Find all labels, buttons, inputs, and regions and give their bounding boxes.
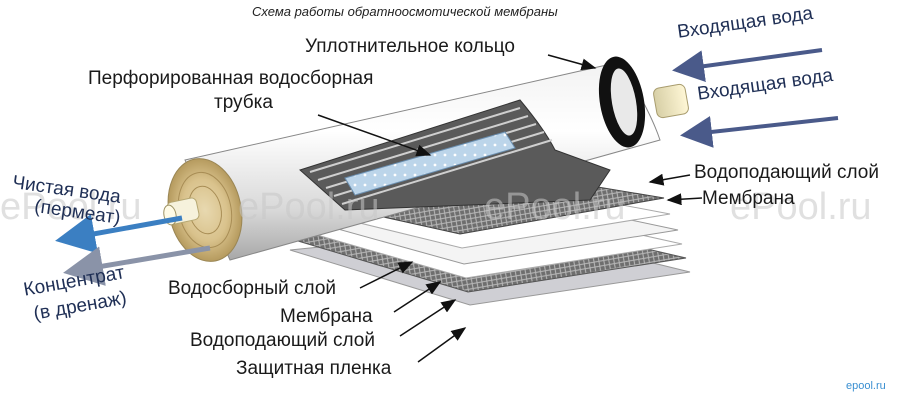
pointer-membrane-top (666, 193, 703, 206)
pointer-seal-ring (547, 54, 597, 71)
brand-mark: epool.ru (846, 380, 886, 392)
diagram-caption: Схема работы обратноосмотической мембран… (252, 4, 558, 19)
pointer-membrane-bottom (393, 281, 442, 313)
clean-water-arrow (55, 214, 183, 254)
tube-outlet-right (653, 83, 689, 119)
label-protective-film: Защитная пленка (236, 358, 392, 379)
label-perforated-tube-1: Перфорированная водосборная (88, 68, 374, 89)
label-feed-layer-bottom: Водоподающий слой (190, 330, 375, 351)
perforated-tube (344, 131, 516, 196)
pointer-collecting-layer (359, 261, 414, 289)
label-feed-layer-top: Водоподающий слой (694, 162, 879, 183)
watermark-1: ePool.ru (0, 186, 142, 228)
watermark-4: ePool.ru (730, 186, 872, 228)
label-seal-ring: Уплотнительное кольцо (305, 36, 515, 57)
label-membrane-bottom: Мембрана (280, 306, 373, 327)
label-perforated-tube-2: трубка (214, 92, 273, 113)
watermark-3: ePool.ru (484, 186, 626, 228)
inlet-arrow-top (672, 48, 823, 83)
watermark-2: ePool.ru (238, 186, 380, 228)
label-membrane-top: Мембрана (702, 188, 795, 209)
pointer-feed-layer-top (648, 173, 691, 186)
concentrate-arrow (63, 245, 211, 286)
pointer-protective-film (417, 327, 467, 363)
inlet-arrow-bottom (680, 116, 839, 148)
label-collecting-layer: Водосборный слой (168, 278, 337, 299)
membrane-cylinder (163, 56, 689, 262)
pointer-perforated-tube (317, 114, 432, 157)
pointer-feed-layer-bottom (399, 299, 457, 337)
